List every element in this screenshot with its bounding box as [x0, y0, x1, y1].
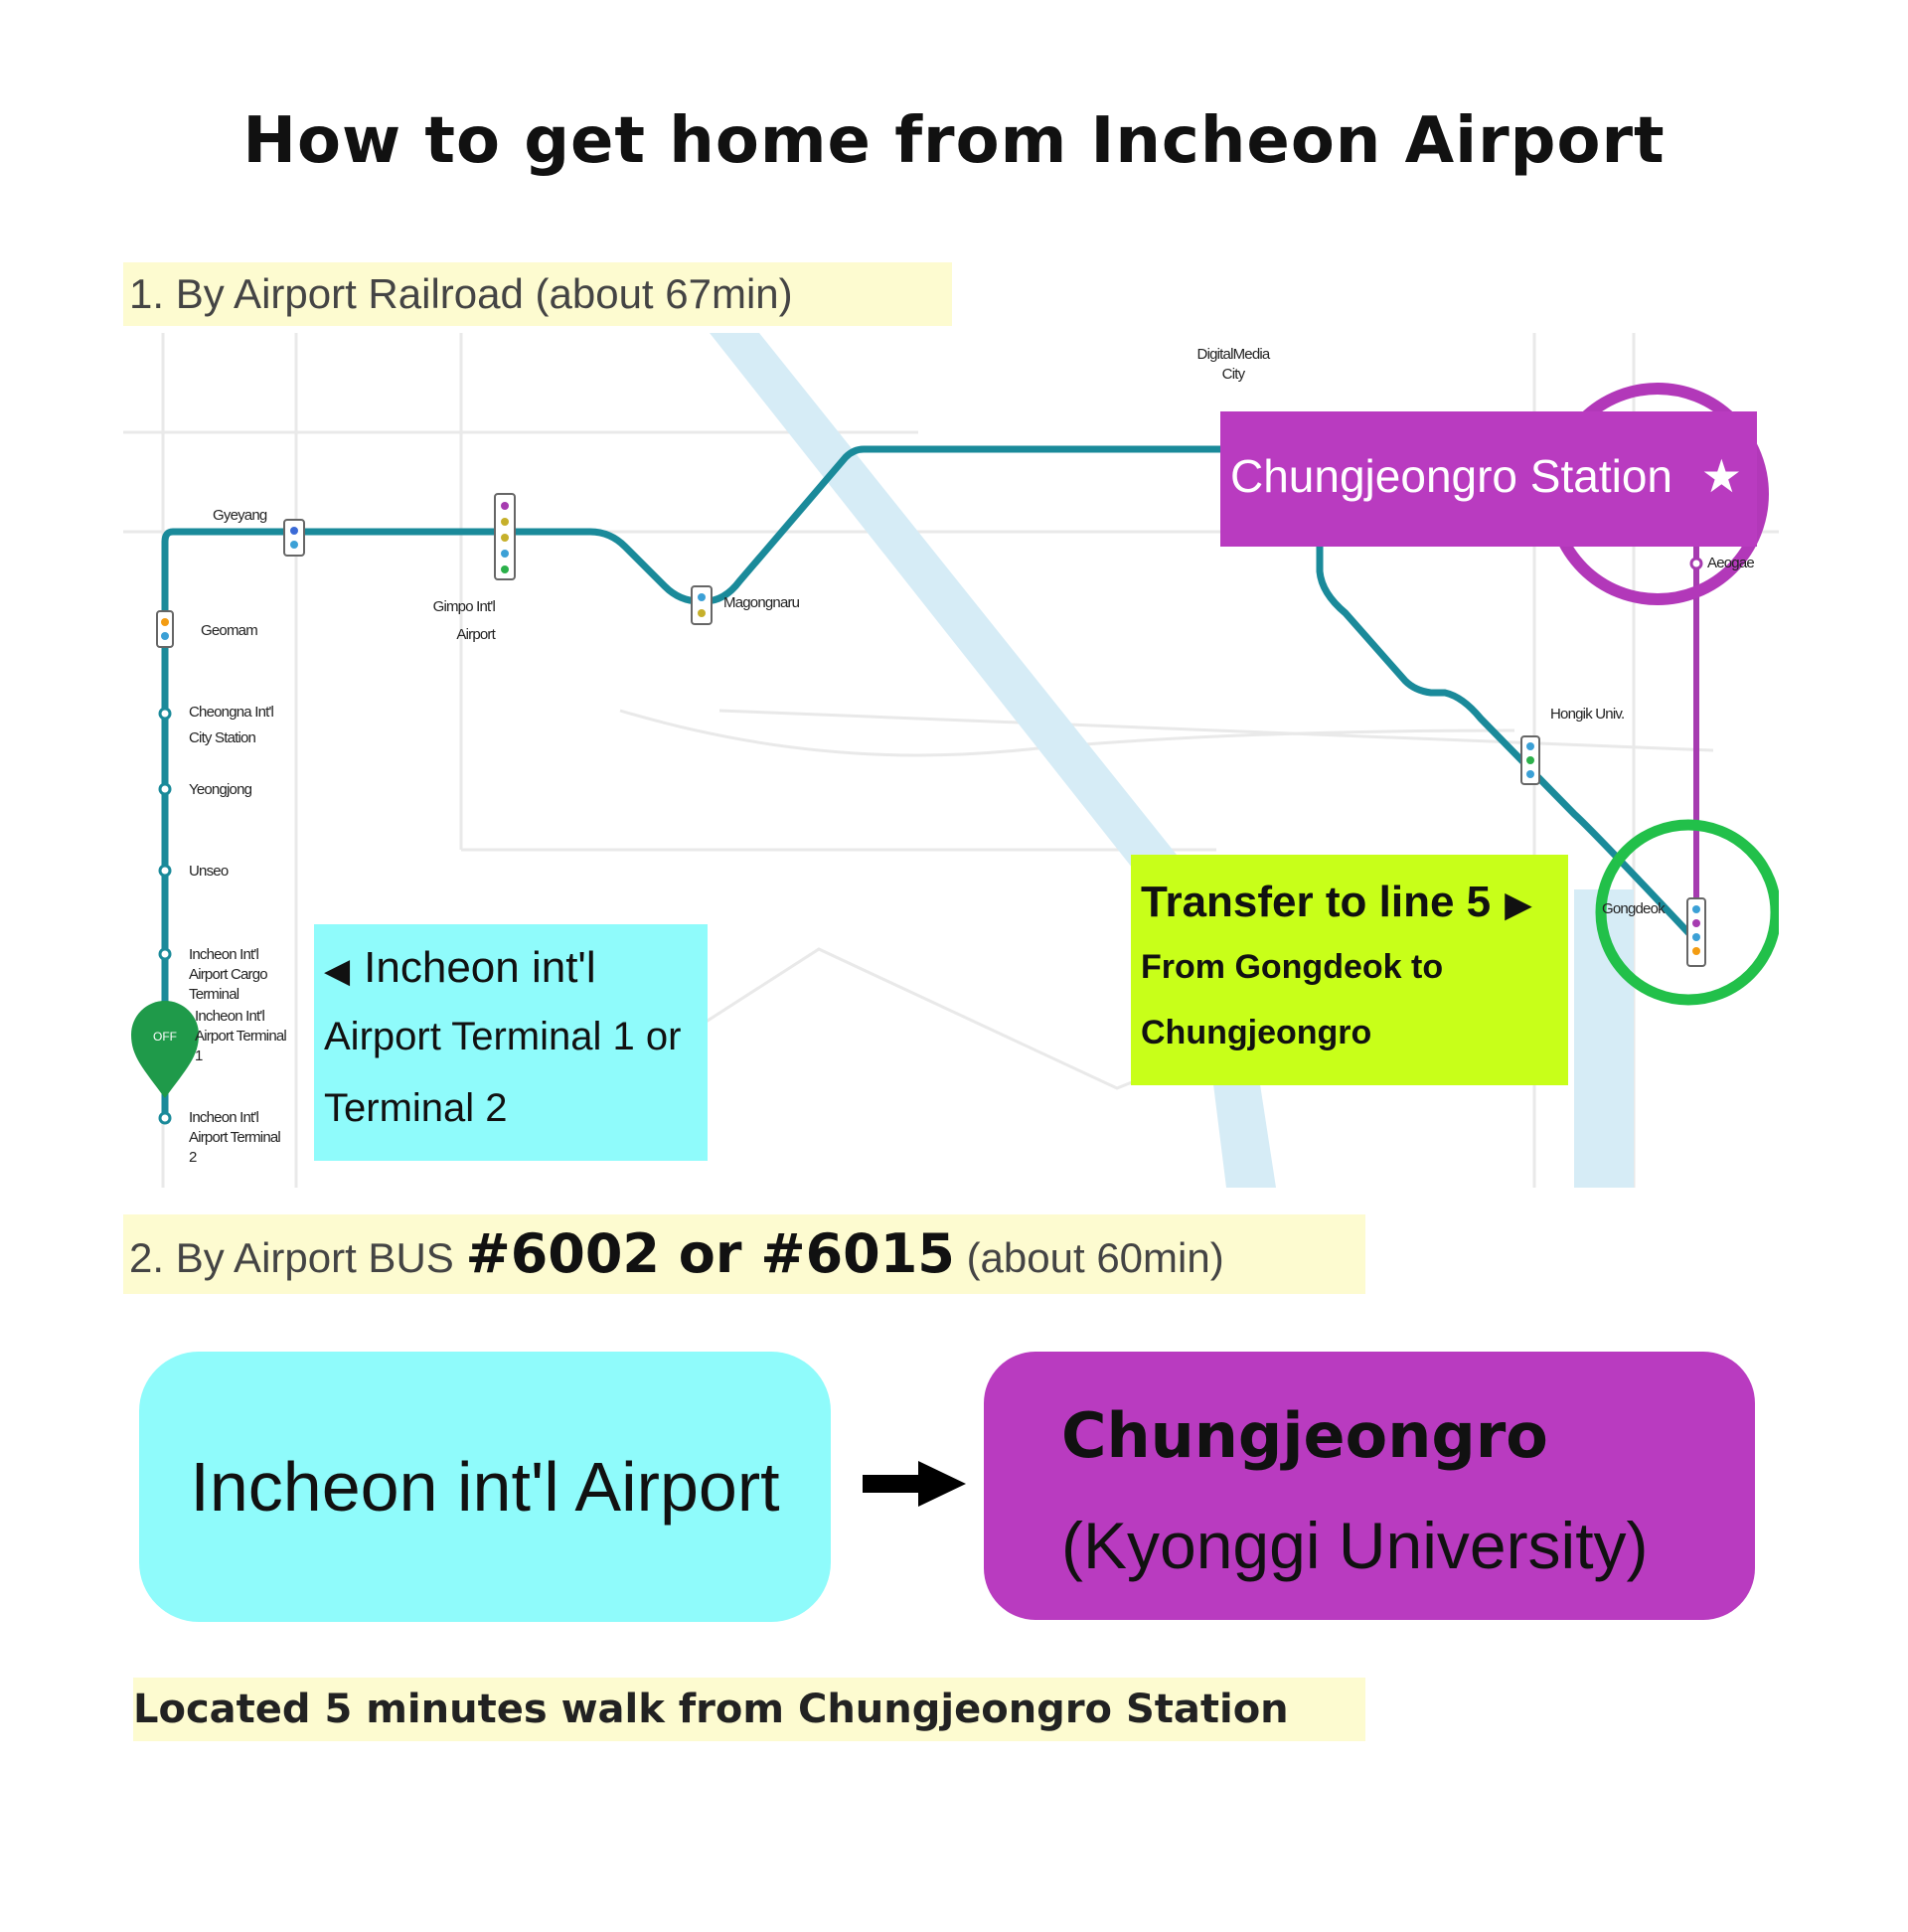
transfer-callout-line2: From Gongdeok to: [1141, 948, 1444, 986]
route-origin-box: Incheon int'l Airport: [139, 1352, 831, 1622]
transfer-callout-line1: Transfer to line 5: [1141, 878, 1492, 926]
transfer-callout-line3: Chungjeongro: [1141, 1014, 1372, 1051]
station-label-digital-media: DigitalMedia City: [1196, 346, 1271, 383]
station-label-terminal1: Incheon Int'l Airport Terminal 1: [195, 1008, 287, 1064]
station-label-unseo: Unseo: [189, 863, 229, 880]
section-2-prefix: 2. By Airport BUS: [129, 1234, 454, 1281]
destination-station-text: Chungjeongro Station: [1230, 450, 1672, 502]
transfer-ring: [1595, 819, 1779, 1006]
destination-subtitle: (Kyonggi University): [1061, 1509, 1649, 1582]
station-label-hongik: Hongik Univ.: [1550, 706, 1625, 723]
airport-callout-line2: Airport Terminal 1 or: [324, 1015, 682, 1058]
route-destination-box: Chungjeongro (Kyonggi University): [984, 1352, 1755, 1620]
transfer-callout: Transfer to line 5 ▶ From Gongdeok to Chu…: [1131, 855, 1568, 1085]
station-label-aeogae: Aeogae: [1707, 555, 1755, 571]
station-markers: [156, 493, 1706, 1125]
station-label-magongnaru: Magongnaru: [723, 594, 800, 611]
subway-map: OFF DigitalMedia City Gyeyang Geomam Gim…: [123, 333, 1779, 1188]
subway-map-graphic: OFF: [123, 333, 1779, 1188]
station-label-gongdeok: Gongdeok: [1602, 900, 1666, 917]
airport-railroad-track: [161, 445, 1230, 1118]
river: [710, 333, 1276, 1188]
origin-pin-label: OFF: [153, 1030, 177, 1044]
right-triangle-icon: ▶: [1505, 884, 1532, 924]
station-label-yeongjong: Yeongjong: [189, 781, 252, 798]
airport-callout-line1: Incheon int'l: [364, 943, 596, 992]
destination-name: Chungjeongro: [1061, 1399, 1548, 1472]
section-2-heading: 2. By Airport BUS #6002 or #6015 (about …: [123, 1214, 1365, 1294]
section-2-suffix: (about 60min): [966, 1234, 1224, 1281]
star-icon: ★: [1700, 450, 1743, 502]
left-triangle-icon: ◀: [324, 952, 351, 990]
walking-note: Located 5 minutes walk from Chungjeongro…: [133, 1678, 1365, 1741]
destination-station-label: Chungjeongro Station ★: [1220, 411, 1757, 547]
station-label-cargo: Incheon Int'l Airport Cargo Terminal: [189, 946, 268, 1003]
station-label-gimpo: Gimpo Int'l Airport: [432, 598, 496, 643]
station-label-cheongna: Cheongna Int'l City Station: [189, 704, 274, 746]
airport-callout: ◀ Incheon int'l Airport Terminal 1 or Ter…: [314, 924, 708, 1161]
bus-numbers: #6002 or #6015: [465, 1222, 955, 1285]
right-arrow-icon: [863, 1461, 966, 1512]
station-label-terminal2: Incheon Int'l Airport Terminal 2: [189, 1109, 281, 1166]
airport-railroad-track-east: [1316, 532, 1699, 944]
origin-pin-icon: OFF: [131, 1001, 199, 1098]
airport-callout-line3: Terminal 2: [324, 1086, 508, 1130]
station-label-geomam: Geomam: [201, 622, 258, 639]
section-1-heading: 1. By Airport Railroad (about 67min): [123, 262, 952, 326]
page-title: How to get home from Incheon Airport: [242, 104, 1666, 178]
station-label-gyeyang: Gyeyang: [213, 507, 267, 524]
